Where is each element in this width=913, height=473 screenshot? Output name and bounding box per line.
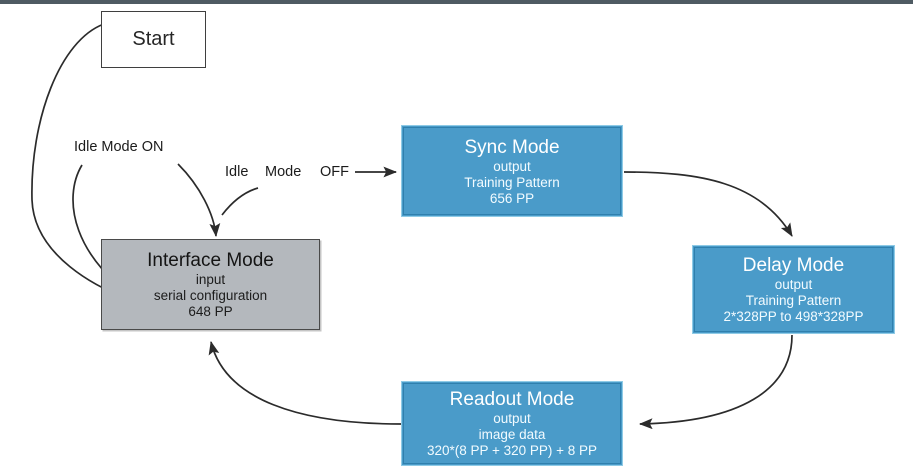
node-interface-mode-line-3: 648 PP (188, 304, 233, 319)
node-readout-mode-title: Readout Mode (449, 389, 575, 410)
node-start-title: Start (132, 28, 175, 50)
node-readout-mode-line-2: image data (478, 427, 546, 442)
edge-label-idle-mode-on: Idle Mode ON (74, 139, 164, 155)
node-sync-mode[interactable]: Sync Mode output Training Pattern 656 PP (401, 125, 623, 217)
window-top-bar (0, 0, 913, 4)
node-interface-mode-line-1: input (195, 272, 226, 287)
node-delay-mode-line-2: Training Pattern (745, 293, 842, 308)
node-delay-mode-line-1: output (774, 277, 813, 292)
edge-label-idle-mode-off-mode: Mode (265, 164, 302, 180)
node-delay-mode-line-3: 2*328PP to 498*328PP (723, 309, 864, 324)
node-interface-mode-title: Interface Mode (147, 250, 274, 271)
node-readout-mode-line-3: 320*(8 PP + 320 PP) + 8 PP (426, 443, 598, 458)
node-interface-mode[interactable]: Interface Mode input serial configuratio… (101, 239, 320, 330)
arrow-sync-to-delay (623, 171, 793, 237)
arrow-idle-on-right (177, 163, 221, 238)
arrow-readout-to-interface (208, 341, 402, 425)
node-readout-mode[interactable]: Readout Mode output image data 320*(8 PP… (401, 381, 623, 466)
arrow-delay-to-readout (638, 334, 793, 430)
node-sync-mode-title: Sync Mode (464, 136, 560, 158)
node-delay-mode-title: Delay Mode (742, 255, 845, 276)
node-start[interactable]: Start (101, 11, 206, 68)
node-sync-mode-line-2: Training Pattern (464, 174, 560, 190)
node-interface-mode-line-2: serial configuration (153, 288, 268, 303)
edge-label-idle-mode-off-idle: Idle (225, 164, 249, 180)
edge-label-idle-mode-off-off: OFF (320, 164, 349, 180)
node-sync-mode-line-3: 656 PP (489, 190, 535, 206)
arrow-interface-to-sync-curve (221, 187, 259, 216)
node-readout-mode-line-1: output (493, 411, 531, 426)
node-delay-mode[interactable]: Delay Mode output Training Pattern 2*328… (692, 245, 895, 334)
node-sync-mode-line-1: output (493, 158, 531, 174)
